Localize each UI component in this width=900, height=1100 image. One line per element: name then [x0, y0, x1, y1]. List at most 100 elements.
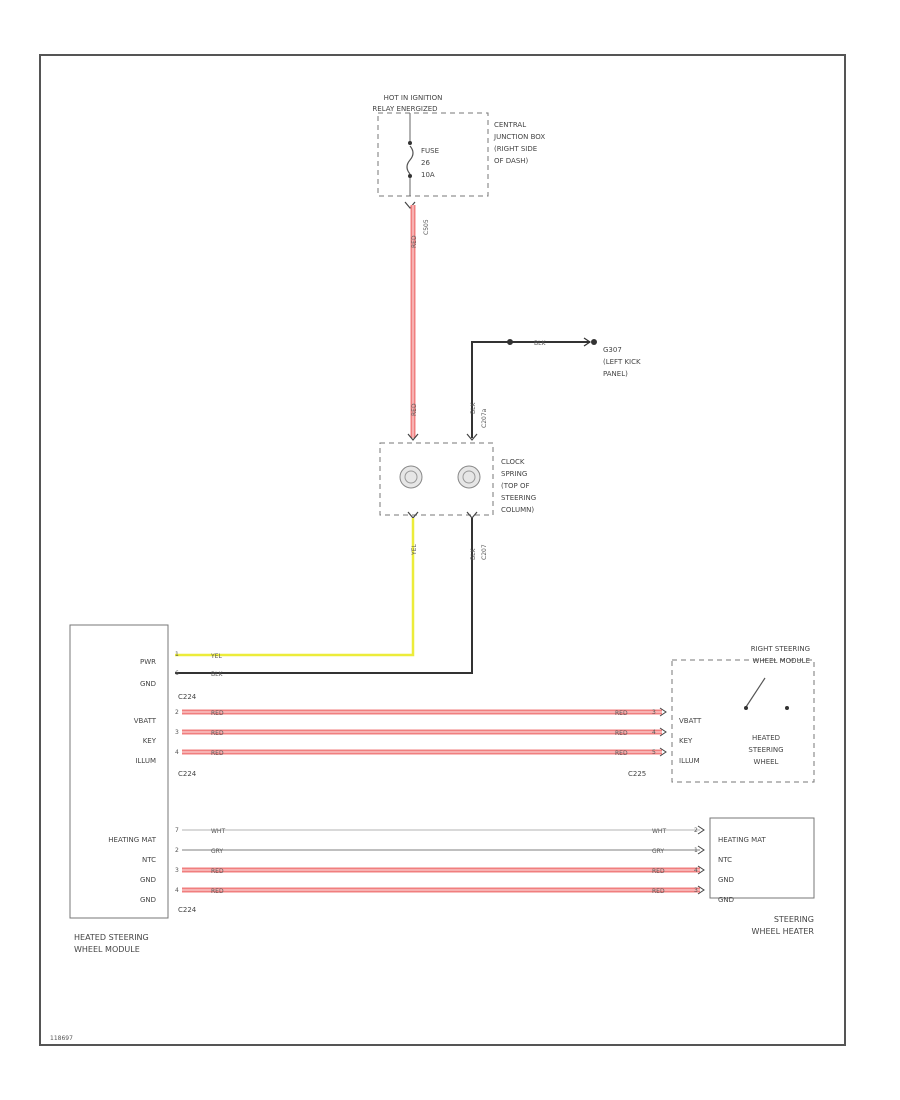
wire-gnd-b-far-label: RED [652, 888, 665, 895]
wire-gnd-a-pin: 3 [175, 867, 179, 874]
wire-illum-far-pin: 5 [652, 749, 656, 756]
clockspring-pin2-arrow-icon [466, 433, 478, 441]
clockspring-name-5: COLUMN) [501, 506, 534, 514]
wire-row-heating-mat: 7 WHT WHT 2 [175, 825, 705, 835]
switch-inner-3: WHEEL [754, 758, 779, 766]
wire-key-label: RED [211, 730, 224, 737]
module-pin-name-vbatt: VBATT [134, 717, 157, 725]
wire-ntc-far-pin: 1 [694, 847, 698, 854]
junction-box-name-1: CENTRAL [494, 121, 526, 129]
wire-key-far-pin: 4 [652, 729, 656, 736]
clockspring-top-connector: C207a [481, 408, 488, 428]
fuse-terminal-bottom [408, 174, 412, 178]
clockspring-outline [379, 442, 494, 516]
module-pin-name-gnd: GND [140, 680, 156, 688]
module-name-2: WHEEL MODULE [74, 945, 140, 954]
wire-vbatt-far-pin: 3 [652, 709, 656, 716]
right-steering-wheel-module: RIGHT STEERING WHEEL MODULE HEATED STEER… [628, 645, 815, 783]
ground-splice [507, 339, 513, 345]
wire-gnd-a-label: RED [211, 868, 224, 875]
wire-illum-far-label: RED [615, 750, 628, 757]
wire-heating-mat-far-label: WHT [652, 828, 666, 835]
wires-switch-group: 2 RED RED 3 3 RED RED 4 4 RED RED 5 [175, 707, 667, 757]
steering-wheel-heater: HEATING MAT NTC GND GND STEERING WHEEL H… [709, 817, 815, 936]
hot-label-line2: RELAY ENERGIZED [372, 105, 437, 113]
ground-top-wire-label: BLK [470, 402, 477, 414]
switch-pin-key: KEY [679, 737, 693, 745]
hot-label-line1: HOT IN IGNITION [384, 94, 443, 102]
wire-ntc-label: GRY [211, 848, 223, 855]
fuse-label-3: 10A [421, 171, 435, 179]
wire-row-key: 3 RED RED 4 [175, 727, 667, 737]
junction-box-outline [377, 112, 489, 197]
ground-wire-label: BLK [534, 340, 546, 347]
key-arrow-icon [659, 727, 667, 737]
clockspring-coil-right-inner [462, 470, 476, 484]
wire-row-gnd-a: 3 RED RED 4 [175, 865, 705, 875]
junction-box-name-4: OF DASH) [494, 157, 529, 165]
wire-gnd-b-label: RED [211, 888, 224, 895]
wire-heating-mat-far-pin: 2 [694, 827, 698, 834]
junction-box-connector: C505 [423, 219, 430, 235]
ground-name-1: G307 [603, 346, 622, 354]
wire-row-ntc: 2 GRY GRY 1 [175, 845, 705, 855]
heater-pin-heating-mat: HEATING MAT [718, 836, 766, 844]
wire-red-feed-label-bottom: RED [411, 403, 418, 416]
module-pin-name-heating-mat: HEATING MAT [108, 836, 156, 844]
wire-blk-horizontal-label: BLK [211, 671, 223, 678]
module-pin-name-gnd-b: GND [140, 896, 156, 904]
gnd-b-arrow-icon [697, 885, 705, 895]
module-connector-3: C224 [178, 906, 197, 914]
switch-contact-right-icon [785, 706, 789, 710]
fuse-label-2: 26 [421, 159, 430, 167]
wire-row-vbatt: 2 RED RED 3 [175, 707, 667, 717]
heater-pin-gnd-b: GND [718, 896, 734, 904]
heated-steering-wheel-module: HEATED STEERING WHEEL MODULE PWR GND 1 6… [69, 624, 197, 954]
gnd-a-arrow-icon [697, 865, 705, 875]
ground-g307: BLK G307 (LEFT KICK PANEL) BLK C207a [470, 337, 641, 438]
fuse-label-1: FUSE [421, 147, 439, 155]
wire-yel-horizontal-label: YEL [210, 653, 222, 660]
module-pin-name-pwr: PWR [140, 658, 156, 666]
switch-module-outline [671, 659, 815, 783]
wire-red-feed-label-top: RED [411, 235, 418, 248]
clockspring-name-1: CLOCK [501, 458, 525, 466]
switch-inner-1: HEATED [752, 734, 780, 742]
vbatt-arrow-icon [659, 707, 667, 717]
module-outline [69, 624, 169, 919]
clockspring-coil-left-inner [404, 470, 418, 484]
clockspring-coil-left-icon [399, 465, 423, 489]
ground-name-3: PANEL) [603, 370, 628, 378]
fuse-icon [406, 145, 414, 175]
switch-module-name-1: RIGHT STEERING [751, 645, 810, 653]
wire-vbatt-label: RED [211, 710, 224, 717]
wire-vbatt-pin: 2 [175, 709, 179, 716]
switch-inner-2: STEERING [748, 746, 783, 754]
central-junction-box: HOT IN IGNITION RELAY ENERGIZED CENTRAL … [372, 94, 545, 235]
clockspring-name-3: (TOP OF [501, 482, 530, 490]
wire-ntc-pin: 2 [175, 847, 179, 854]
clockspring: CLOCK SPRING (TOP OF STEERING COLUMN) C2… [379, 433, 536, 560]
wire-row-gnd-b: 4 RED RED 3 [175, 885, 705, 895]
module-connector-2: C224 [178, 770, 197, 778]
switch-pin-illum: ILLUM [679, 757, 700, 765]
junction-box-name-3: (RIGHT SIDE [494, 145, 537, 153]
heater-outline [709, 817, 815, 899]
module-pin-name-key: KEY [143, 737, 157, 745]
wire-key-pin: 3 [175, 729, 179, 736]
ntc-arrow-icon [697, 845, 705, 855]
diagram-frame [39, 54, 846, 1046]
wire-vbatt-far-label: RED [615, 710, 628, 717]
wire-illum-pin: 4 [175, 749, 179, 756]
wire-gnd-a-far-pin: 4 [694, 867, 698, 874]
clockspring-coil-right-icon [457, 465, 481, 489]
illum-arrow-icon [659, 747, 667, 757]
ground-arrow-icon [583, 337, 592, 347]
junction-box-name-2: JUNCTION BOX [493, 133, 545, 141]
heating-mat-arrow-icon [697, 825, 705, 835]
clockspring-name-2: SPRING [501, 470, 527, 478]
wire-key-far-label: RED [615, 730, 628, 737]
wire-illum-label: RED [211, 750, 224, 757]
wire-gnd-b-pin: 4 [175, 887, 179, 894]
